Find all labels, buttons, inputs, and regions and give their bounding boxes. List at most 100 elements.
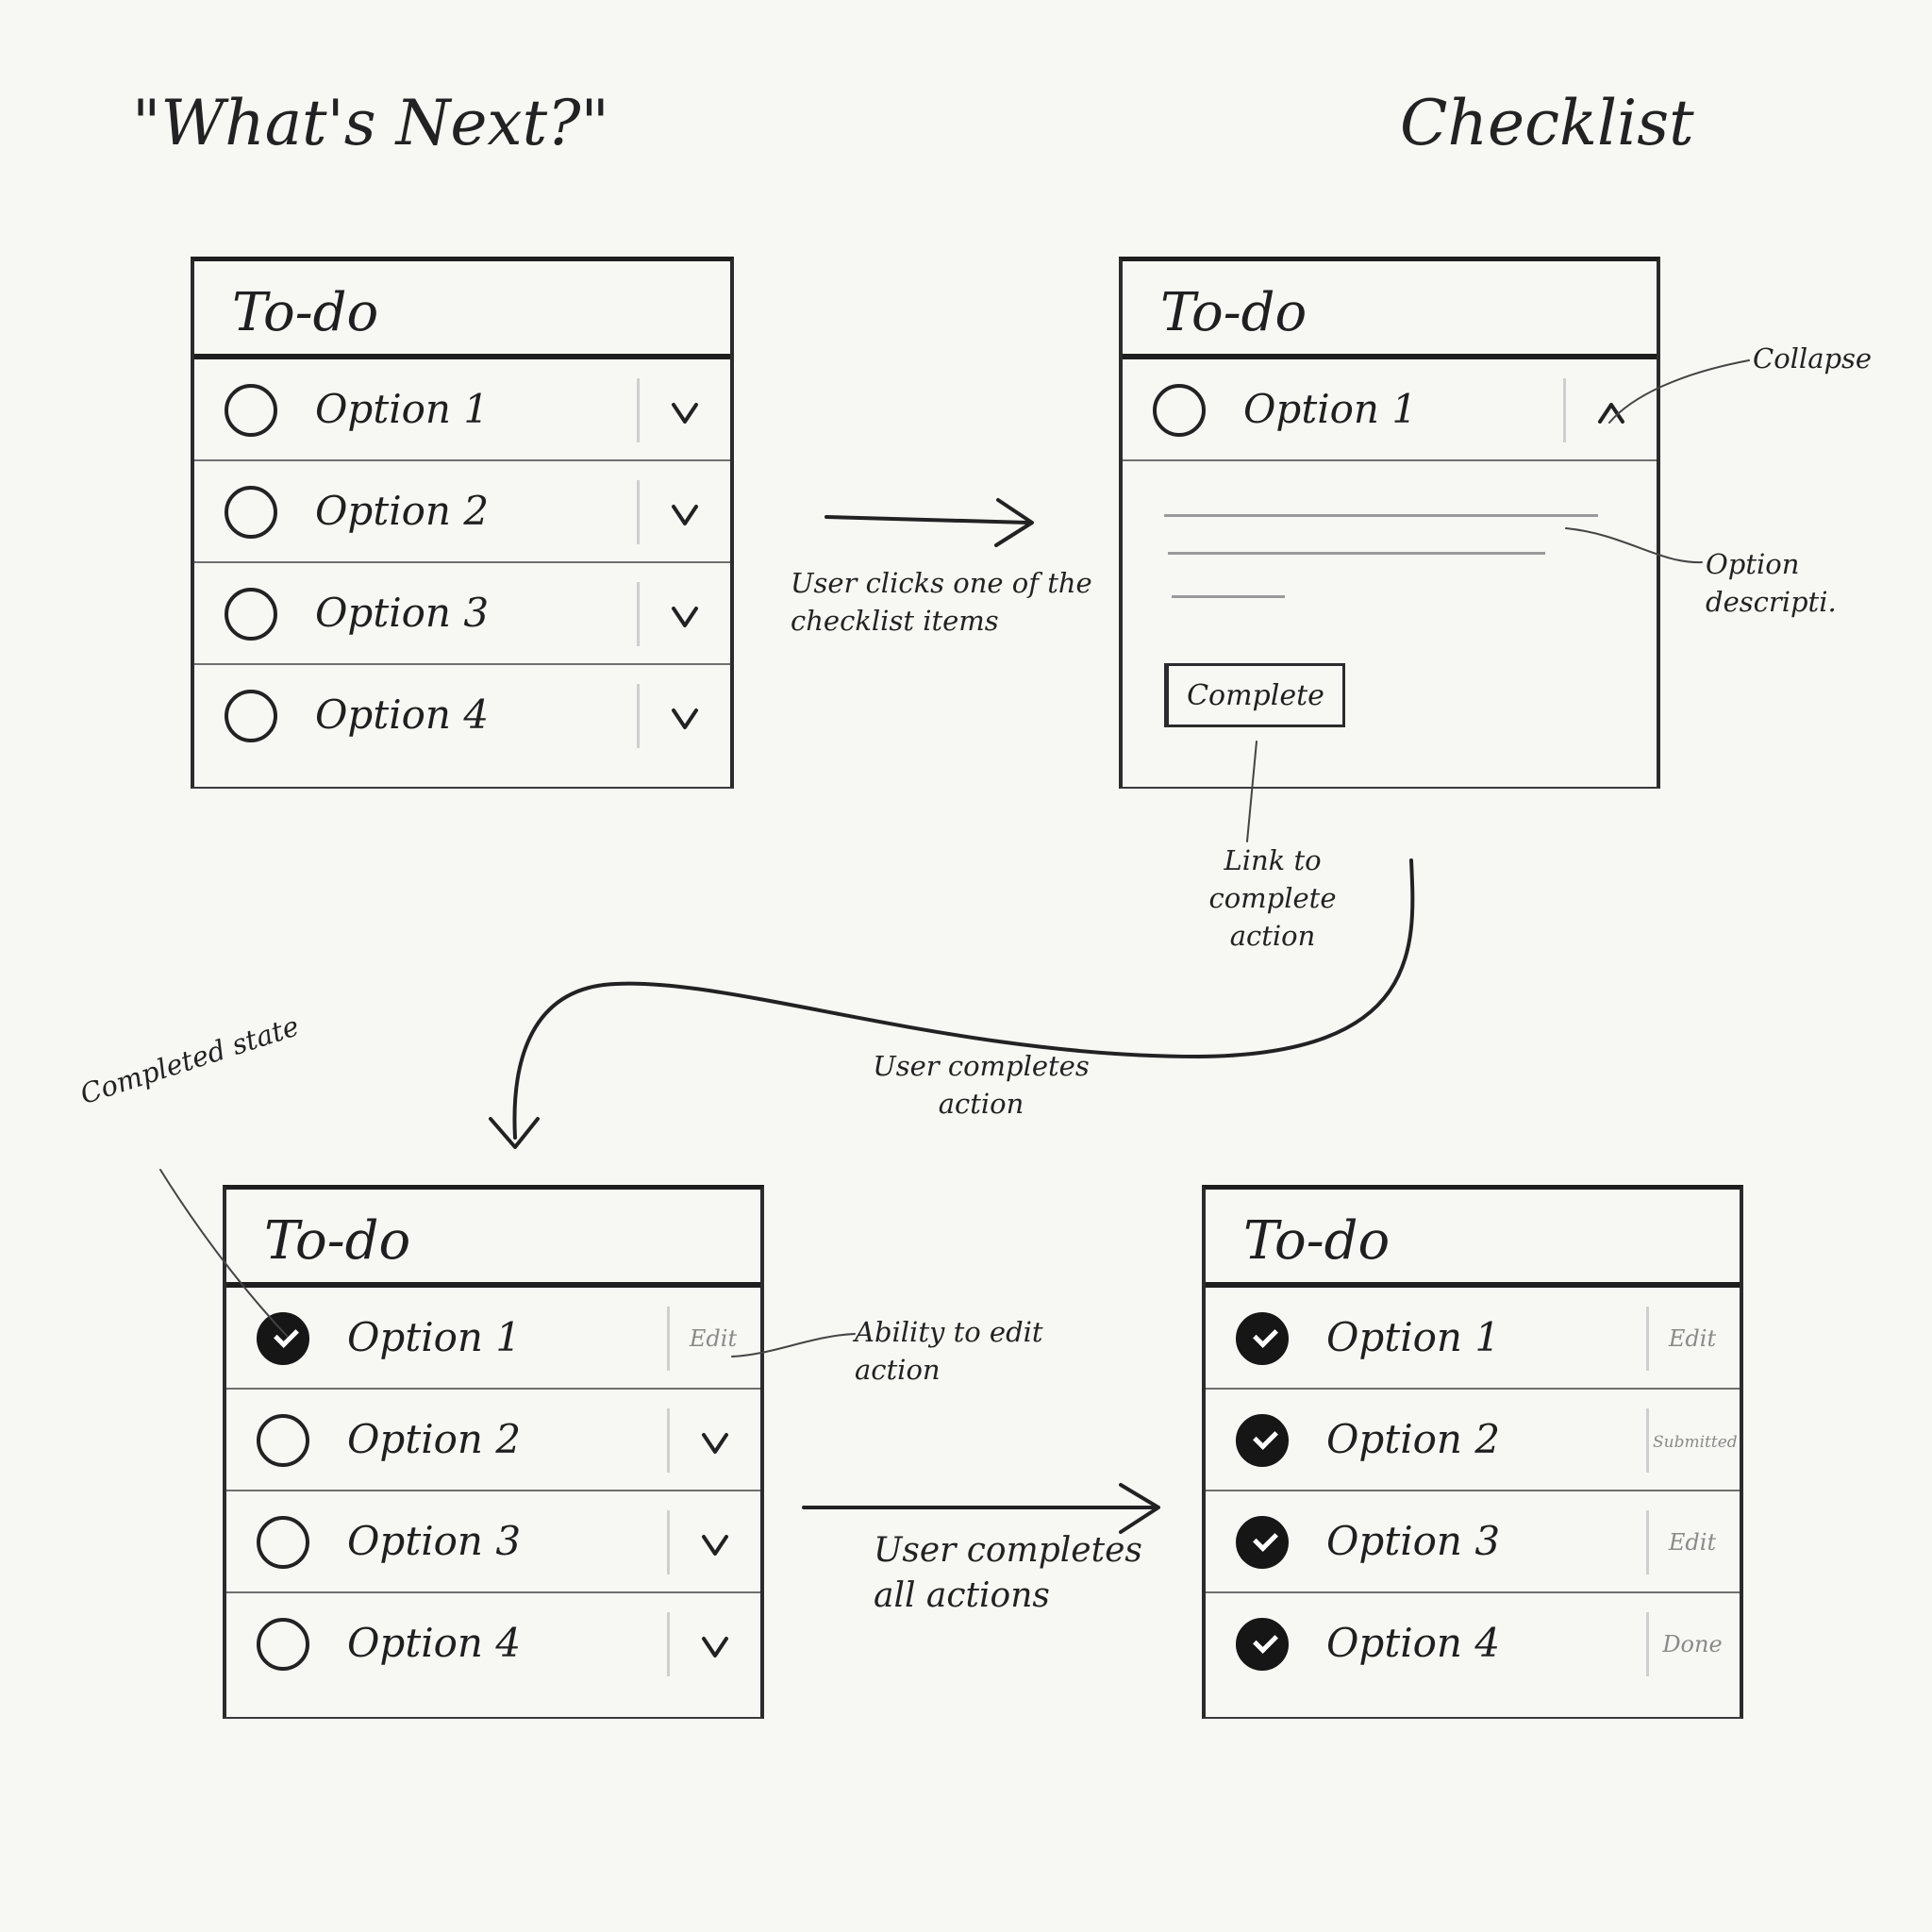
annotation-collapse: Collapse — [1753, 342, 1873, 375]
checkmark-circle-icon[interactable] — [1236, 1414, 1289, 1467]
row-divider — [667, 1612, 670, 1676]
panel-header: To-do — [1206, 1190, 1740, 1288]
chevron-down-icon[interactable] — [696, 1627, 734, 1665]
row-divider — [637, 480, 640, 544]
annotation-user-completes-action: User completes action — [873, 1050, 1090, 1120]
empty-circle-icon[interactable] — [257, 1618, 309, 1671]
todo-panel-expanded: To-do Option 1 Complete — [1119, 257, 1660, 789]
row-divider — [1646, 1408, 1649, 1473]
empty-circle-icon[interactable] — [225, 588, 277, 641]
row-divider — [637, 582, 640, 646]
row-label: Option 4 — [347, 1620, 522, 1666]
chevron-down-icon[interactable] — [696, 1525, 734, 1563]
row-divider — [1646, 1307, 1649, 1371]
row-label: Option 3 — [347, 1518, 522, 1564]
description-line — [1168, 552, 1545, 555]
row-label: Option 3 — [315, 590, 490, 636]
leader-option-description — [1565, 527, 1703, 564]
checkmark-circle-icon[interactable] — [257, 1312, 309, 1365]
row-label: Option 1 — [1243, 386, 1418, 432]
checkmark-circle-icon[interactable] — [1236, 1516, 1289, 1569]
leader-completed-state — [159, 1169, 288, 1337]
row-label: Option 4 — [315, 691, 490, 738]
chevron-down-icon[interactable] — [666, 393, 704, 431]
checklist-row-option-2[interactable]: Option 2 — [226, 1390, 760, 1491]
arrow-head — [1119, 1483, 1160, 1534]
done-status: Done — [1662, 1631, 1723, 1657]
checklist-row-option-2[interactable]: Option 2 — [194, 461, 730, 563]
empty-circle-icon[interactable] — [257, 1516, 309, 1569]
checklist-row-option-1-expanded[interactable]: Option 1 — [1123, 359, 1657, 461]
empty-circle-icon[interactable] — [225, 690, 277, 742]
annotation-user-clicks: User clicks one of the checklist items — [791, 567, 1092, 637]
arrow-to-expanded — [824, 515, 1030, 525]
row-divider — [1563, 378, 1566, 442]
chevron-down-icon[interactable] — [696, 1424, 734, 1461]
empty-circle-icon[interactable] — [225, 486, 277, 539]
checklist-row-option-1[interactable]: Option 1 Edit — [1206, 1288, 1740, 1390]
leader-ability-to-edit — [731, 1333, 856, 1357]
panel-title: To-do — [1243, 1210, 1391, 1272]
panel-header: To-do — [194, 261, 730, 359]
complete-button[interactable]: Complete — [1164, 663, 1345, 727]
checklist-row-option-3[interactable]: Option 3 — [226, 1491, 760, 1593]
row-divider — [1646, 1510, 1649, 1574]
chevron-up-icon[interactable] — [1592, 393, 1630, 431]
leader-collapse — [1608, 359, 1750, 424]
row-label: Option 3 — [1326, 1518, 1501, 1564]
annotation-link-to-complete: Link to complete action — [1208, 844, 1337, 952]
checklist-row-option-1[interactable]: Option 1 Edit — [226, 1288, 760, 1390]
checklist-row-option-1[interactable]: Option 1 — [194, 359, 730, 461]
checklist-row-option-4[interactable]: Option 4 — [226, 1593, 760, 1695]
description-line — [1172, 595, 1285, 598]
todo-panel-initial: To-do Option 1 Option 2 Option 3 Option … — [191, 257, 734, 789]
checklist-heading: Checklist — [1400, 87, 1694, 159]
row-label: Option 4 — [1326, 1620, 1501, 1666]
panel-header: To-do — [1123, 261, 1657, 359]
panel-title: To-do — [1160, 282, 1307, 343]
row-divider — [667, 1408, 670, 1473]
edit-link[interactable]: Edit — [689, 1325, 738, 1352]
row-label: Option 1 — [347, 1314, 522, 1360]
row-label: Option 2 — [315, 488, 490, 534]
edit-link[interactable]: Edit — [1668, 1529, 1717, 1556]
curved-arrow-to-completed — [512, 858, 1415, 1140]
todo-panel-all-completed: To-do Option 1 Edit Option 2 Submitted O… — [1202, 1185, 1743, 1719]
panel-title: To-do — [264, 1210, 411, 1272]
row-divider — [667, 1307, 670, 1371]
annotation-ability-to-edit: Ability to edit action — [855, 1316, 1043, 1386]
edit-link[interactable]: Edit — [1668, 1325, 1717, 1352]
row-divider — [667, 1510, 670, 1574]
arrow-head — [994, 498, 1034, 547]
checkmark-circle-icon[interactable] — [1236, 1312, 1289, 1365]
todo-panel-one-completed: To-do Option 1 Edit Option 2 Option 3 Op… — [223, 1185, 764, 1719]
description-line — [1164, 514, 1598, 517]
empty-circle-icon[interactable] — [1153, 384, 1206, 437]
row-divider — [1646, 1612, 1649, 1676]
annotation-option-description: Option descripti. — [1706, 548, 1837, 618]
row-label: Option 1 — [1326, 1314, 1501, 1360]
whats-next-heading: "What's Next?" — [132, 87, 609, 159]
chevron-down-icon[interactable] — [666, 699, 704, 737]
checklist-row-option-3[interactable]: Option 3 Edit — [1206, 1491, 1740, 1593]
checkmark-circle-icon[interactable] — [1236, 1618, 1289, 1671]
arrow-head — [489, 1117, 540, 1149]
panel-title: To-do — [232, 282, 379, 343]
row-divider — [637, 378, 640, 442]
submitted-status: Submitted — [1653, 1433, 1738, 1452]
row-label: Option 2 — [1326, 1416, 1501, 1462]
checklist-row-option-4[interactable]: Option 4 Done — [1206, 1593, 1740, 1695]
checklist-row-option-3[interactable]: Option 3 — [194, 563, 730, 665]
leader-link-to-complete — [1246, 741, 1257, 842]
option-description: Complete — [1123, 461, 1657, 756]
chevron-down-icon[interactable] — [666, 495, 704, 533]
row-divider — [637, 684, 640, 748]
empty-circle-icon[interactable] — [225, 384, 277, 437]
checklist-row-option-2[interactable]: Option 2 Submitted — [1206, 1390, 1740, 1491]
chevron-down-icon[interactable] — [666, 597, 704, 635]
row-label: Option 2 — [347, 1416, 522, 1462]
annotation-user-completes-all: User completes all actions — [874, 1531, 1142, 1615]
checklist-row-option-4[interactable]: Option 4 — [194, 665, 730, 767]
empty-circle-icon[interactable] — [257, 1414, 309, 1467]
